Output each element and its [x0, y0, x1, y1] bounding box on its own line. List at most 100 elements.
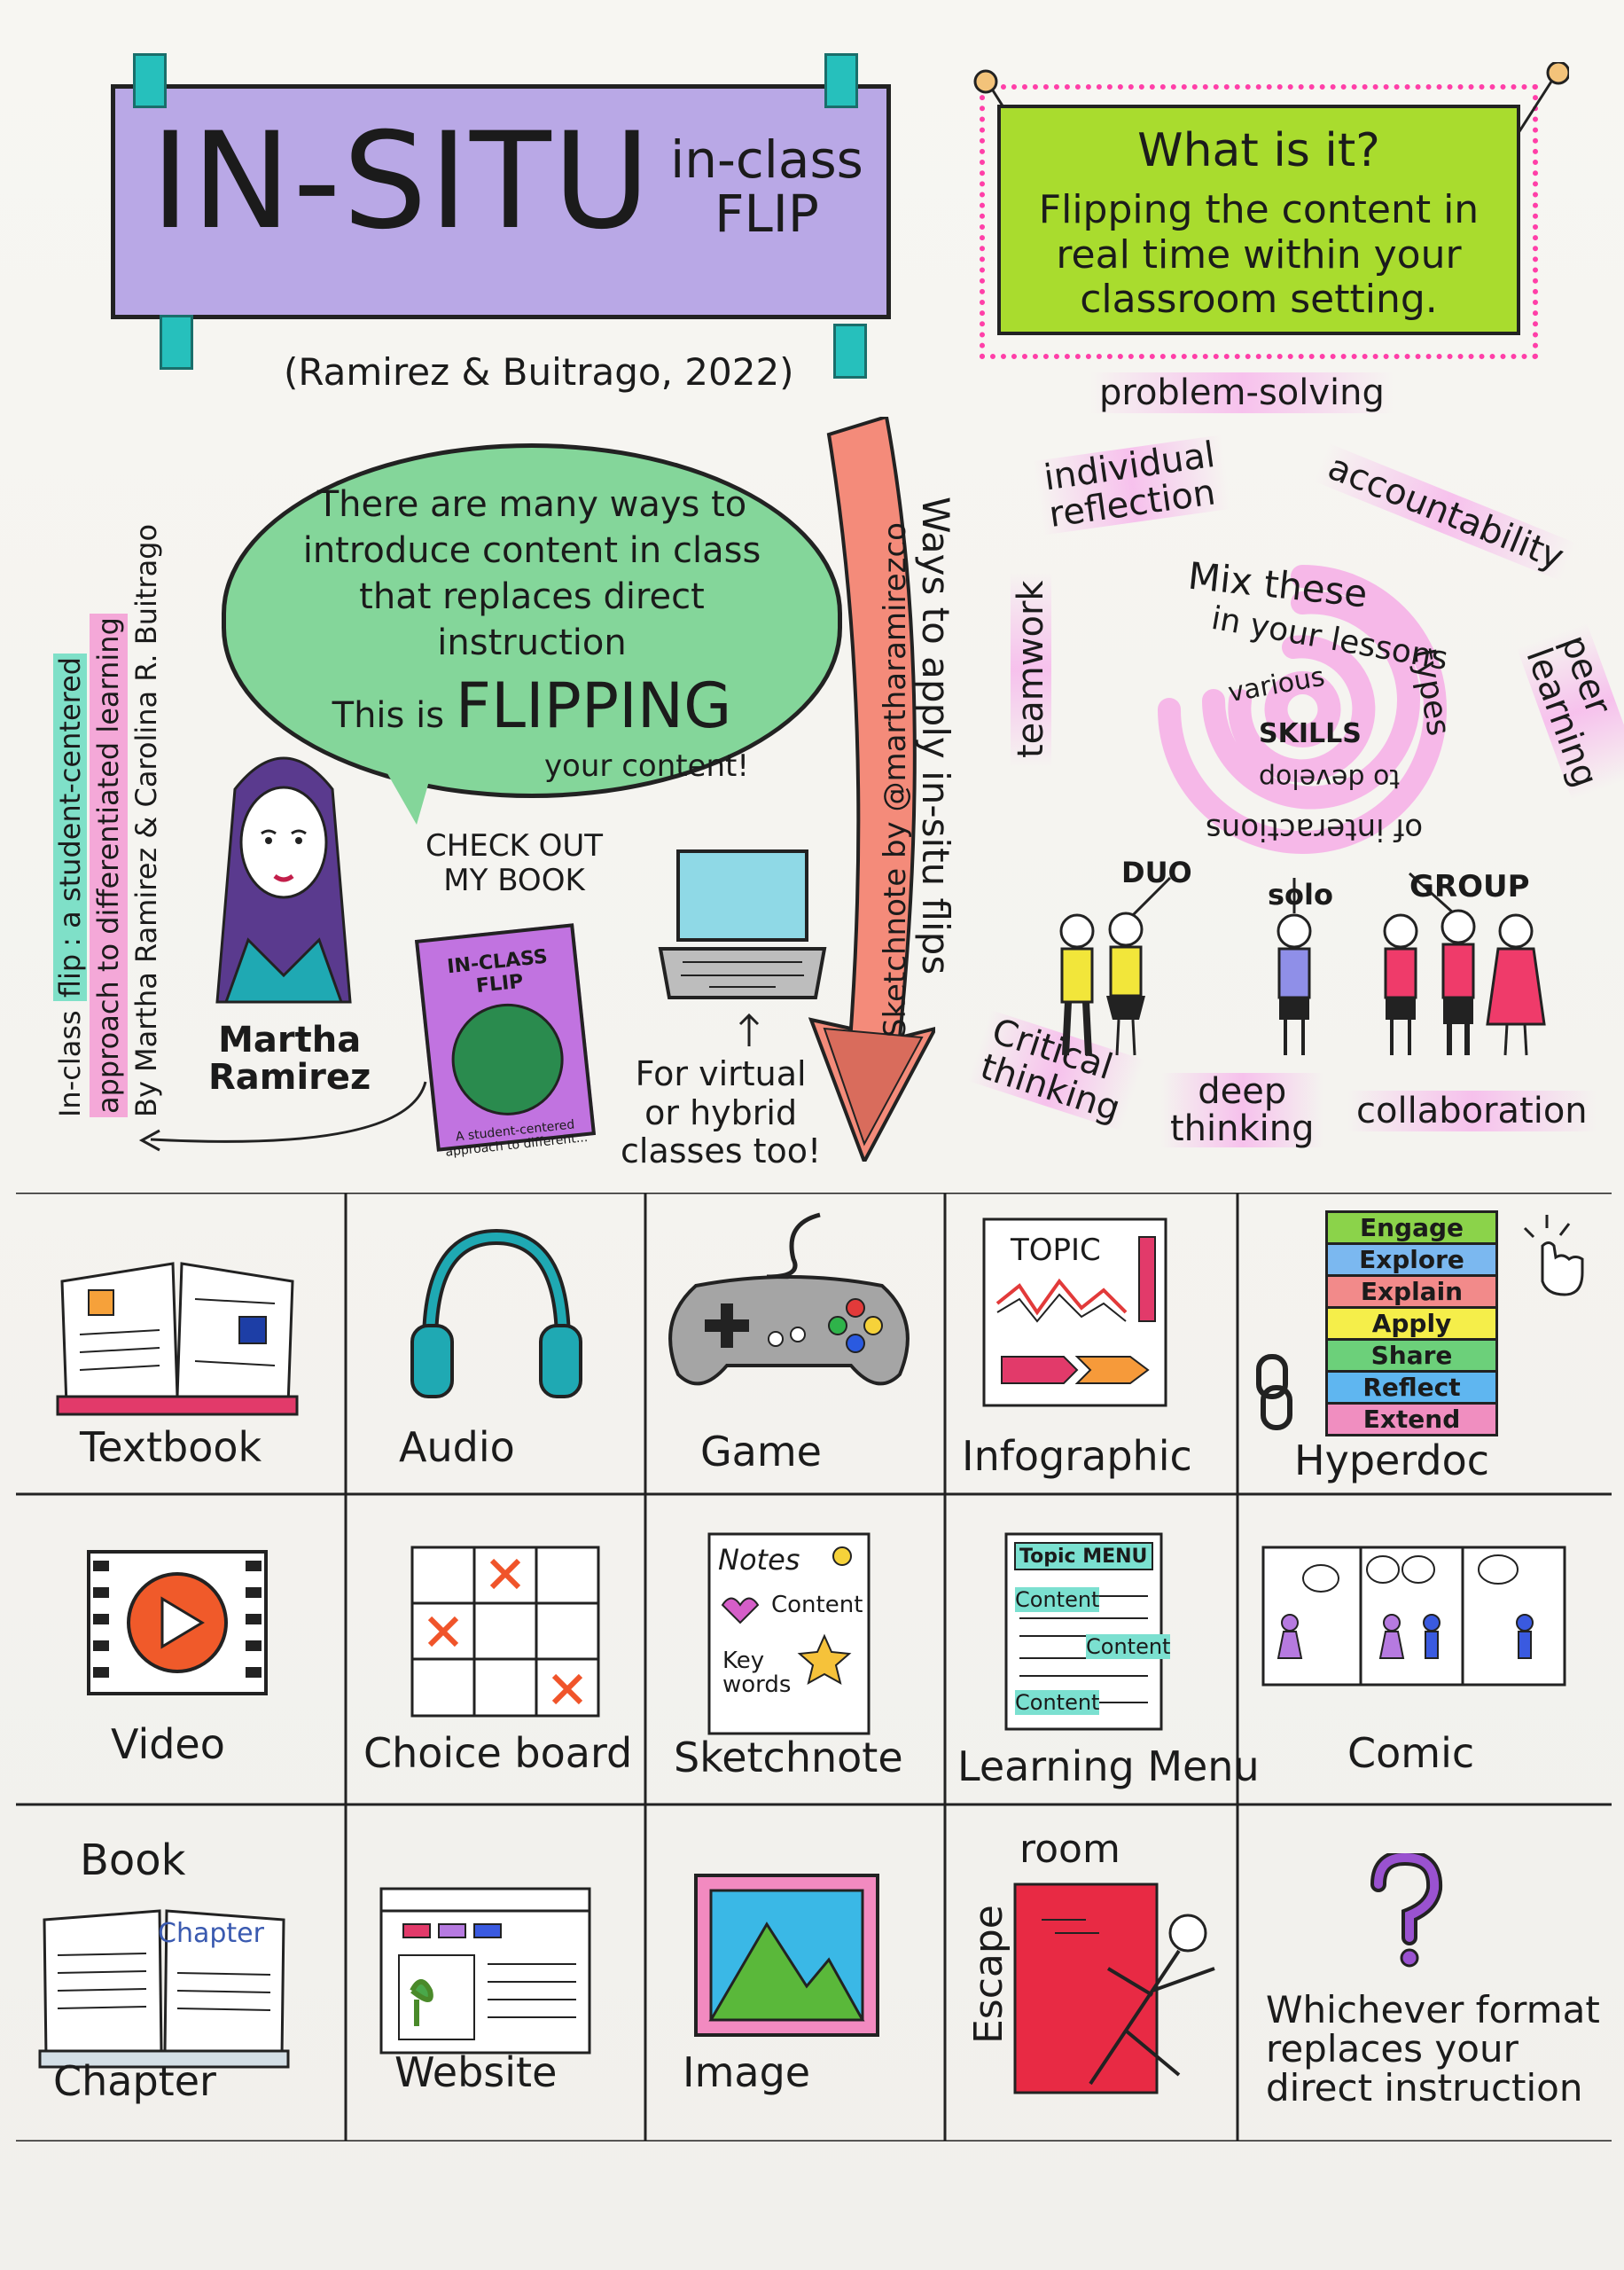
menu-item: Content — [1015, 1587, 1100, 1612]
vertical-line: approach to differentiated learning — [90, 614, 129, 1117]
hyperdoc-step: Extend — [1325, 1405, 1498, 1436]
book-chapter-top-label: Book — [80, 1836, 186, 1885]
hyperdoc-step: Share — [1325, 1341, 1498, 1373]
textbook-icon — [56, 1262, 299, 1416]
virtual-note: For virtual or hybrid classes too! — [621, 1054, 822, 1171]
what-is-it-line: classroom setting. — [1080, 277, 1438, 323]
bubble-prefix: This is — [332, 695, 445, 736]
hyperdoc-step: Explain — [1325, 1277, 1498, 1309]
skill-collaboration: collaboration — [1347, 1091, 1597, 1131]
author-name: Martha Ramirez — [208, 1022, 371, 1096]
subtitle-line: in-class — [670, 129, 863, 190]
whichever-line: direct instruction — [1266, 2066, 1583, 2110]
up-arrow-icon — [738, 1013, 760, 1046]
vertical-text: In-class — [53, 1010, 87, 1117]
author-last: Ramirez — [208, 1057, 371, 1098]
format-grid — [16, 1193, 1612, 2141]
hyperdoc-step: Apply — [1325, 1309, 1498, 1341]
escape-left-label: Escape — [966, 1905, 1011, 2044]
callout-line: MY BOOK — [443, 863, 585, 899]
menu-item: Content — [1015, 1690, 1100, 1715]
tape-decoration — [833, 324, 867, 379]
tape-decoration — [133, 53, 167, 108]
bubble-line: This is FLIPPING — [262, 666, 802, 747]
group-figure-2 — [1441, 909, 1476, 1055]
skill-individual-reflection: individual reflection — [1033, 434, 1231, 536]
infographic-topic: TOPIC — [1011, 1233, 1101, 1268]
game-controller-icon — [668, 1212, 910, 1386]
comic-strip-icon — [1261, 1546, 1566, 1687]
duo-figure-1 — [1059, 913, 1095, 1056]
format-label: Hyperdoc — [1294, 1436, 1490, 1484]
skill-line: thinking — [1170, 1108, 1315, 1149]
key-line: Key — [722, 1648, 765, 1674]
hyperdoc-steps: Engage Explore Explain Apply Share Refle… — [1325, 1210, 1498, 1436]
group-label-duo: DUO — [1121, 856, 1192, 889]
bubble-line: your content! — [543, 748, 749, 784]
vertical-highlight: flip — [53, 950, 87, 1002]
skill-peer-learning: peer learning — [1516, 622, 1624, 801]
format-label: Game — [700, 1428, 822, 1476]
virtual-line: classes too! — [621, 1131, 822, 1171]
group-figure-1 — [1383, 913, 1418, 1055]
vertical-text: : a student-centered — [53, 653, 87, 951]
chain-link-icon — [1256, 1354, 1292, 1430]
bubble-line: There are many ways to — [316, 484, 747, 525]
callout-line: CHECK OUT — [426, 828, 604, 864]
author-first: Martha — [218, 1020, 362, 1061]
escape-top-label: room — [1019, 1827, 1120, 1872]
format-label: Image — [683, 2048, 811, 2096]
choice-board-icon — [410, 1546, 600, 1718]
format-label: Infographic — [962, 1432, 1192, 1480]
book-title: IN-CLASS FLIP — [446, 945, 549, 998]
group-figures — [1059, 872, 1546, 1056]
vertical-line: In-class flip: a student-centered — [51, 461, 90, 1117]
escape-room-door-icon — [1013, 1883, 1215, 2094]
what-is-it-frame — [980, 84, 1538, 359]
tape-decoration — [824, 53, 858, 108]
author-portrait — [215, 756, 352, 1004]
spiral-skills: SKILLS — [1259, 718, 1362, 749]
subtitle-line: FLIP — [714, 183, 819, 244]
infographic-icon — [982, 1217, 1167, 1407]
question-mark-icon — [1370, 1853, 1443, 1968]
format-label: Website — [394, 2048, 558, 2096]
menu-item: Content — [1086, 1634, 1171, 1659]
menu-header: Topic MENU — [1019, 1546, 1148, 1568]
hyperdoc-step: Explore — [1325, 1245, 1498, 1277]
vertical-line: By Martha Ramirez & Carolina R. Buitrago — [129, 523, 164, 1117]
spiral-develop: to develop — [1259, 763, 1401, 794]
ways-arrow — [808, 417, 935, 1162]
book-callout: CHECK OUT MY BOOK — [426, 828, 604, 899]
whichever-line: Whichever format — [1266, 1988, 1600, 2031]
solo-figure — [1277, 913, 1312, 1055]
format-label: Textbook — [80, 1423, 262, 1471]
tape-decoration — [160, 315, 193, 370]
group-label-solo: solo — [1268, 878, 1333, 912]
pointer-hand-icon — [1523, 1215, 1584, 1296]
book-arrow — [138, 1081, 427, 1152]
what-is-it-line: Flipping the content in — [1038, 187, 1480, 232]
format-label: Sketchnote — [674, 1734, 903, 1781]
bubble-line: that replaces direct instruction — [359, 576, 705, 663]
laptop-icon — [658, 849, 827, 999]
speech-bubble: There are many ways to introduce content… — [222, 443, 842, 798]
duo-figure-2 — [1106, 912, 1145, 1056]
bubble-line: introduce content in class — [302, 530, 761, 571]
skill-teamwork: teamwork — [1011, 571, 1051, 767]
sketchnote-credit: Sketchnote by @martharamirezco — [878, 522, 913, 1037]
format-label: Video — [111, 1720, 225, 1768]
format-label: Choice board — [363, 1729, 633, 1777]
headphones-icon — [410, 1228, 582, 1398]
hyperdoc-step: Reflect — [1325, 1373, 1498, 1405]
virtual-line: or hybrid — [644, 1092, 798, 1132]
sketchnote-notes-label: Notes — [718, 1543, 800, 1577]
sketchnote-content-label: Content — [771, 1592, 863, 1618]
citation: (Ramirez & Buitrago, 2022) — [284, 350, 794, 394]
skill-deep-thinking: deep thinking — [1161, 1073, 1323, 1147]
page-title: IN-SITU — [151, 105, 652, 259]
book-chapter-icon — [38, 1909, 290, 2069]
skill-problem-solving: problem-solving — [1090, 372, 1394, 413]
book-emblem-icon — [446, 998, 569, 1122]
